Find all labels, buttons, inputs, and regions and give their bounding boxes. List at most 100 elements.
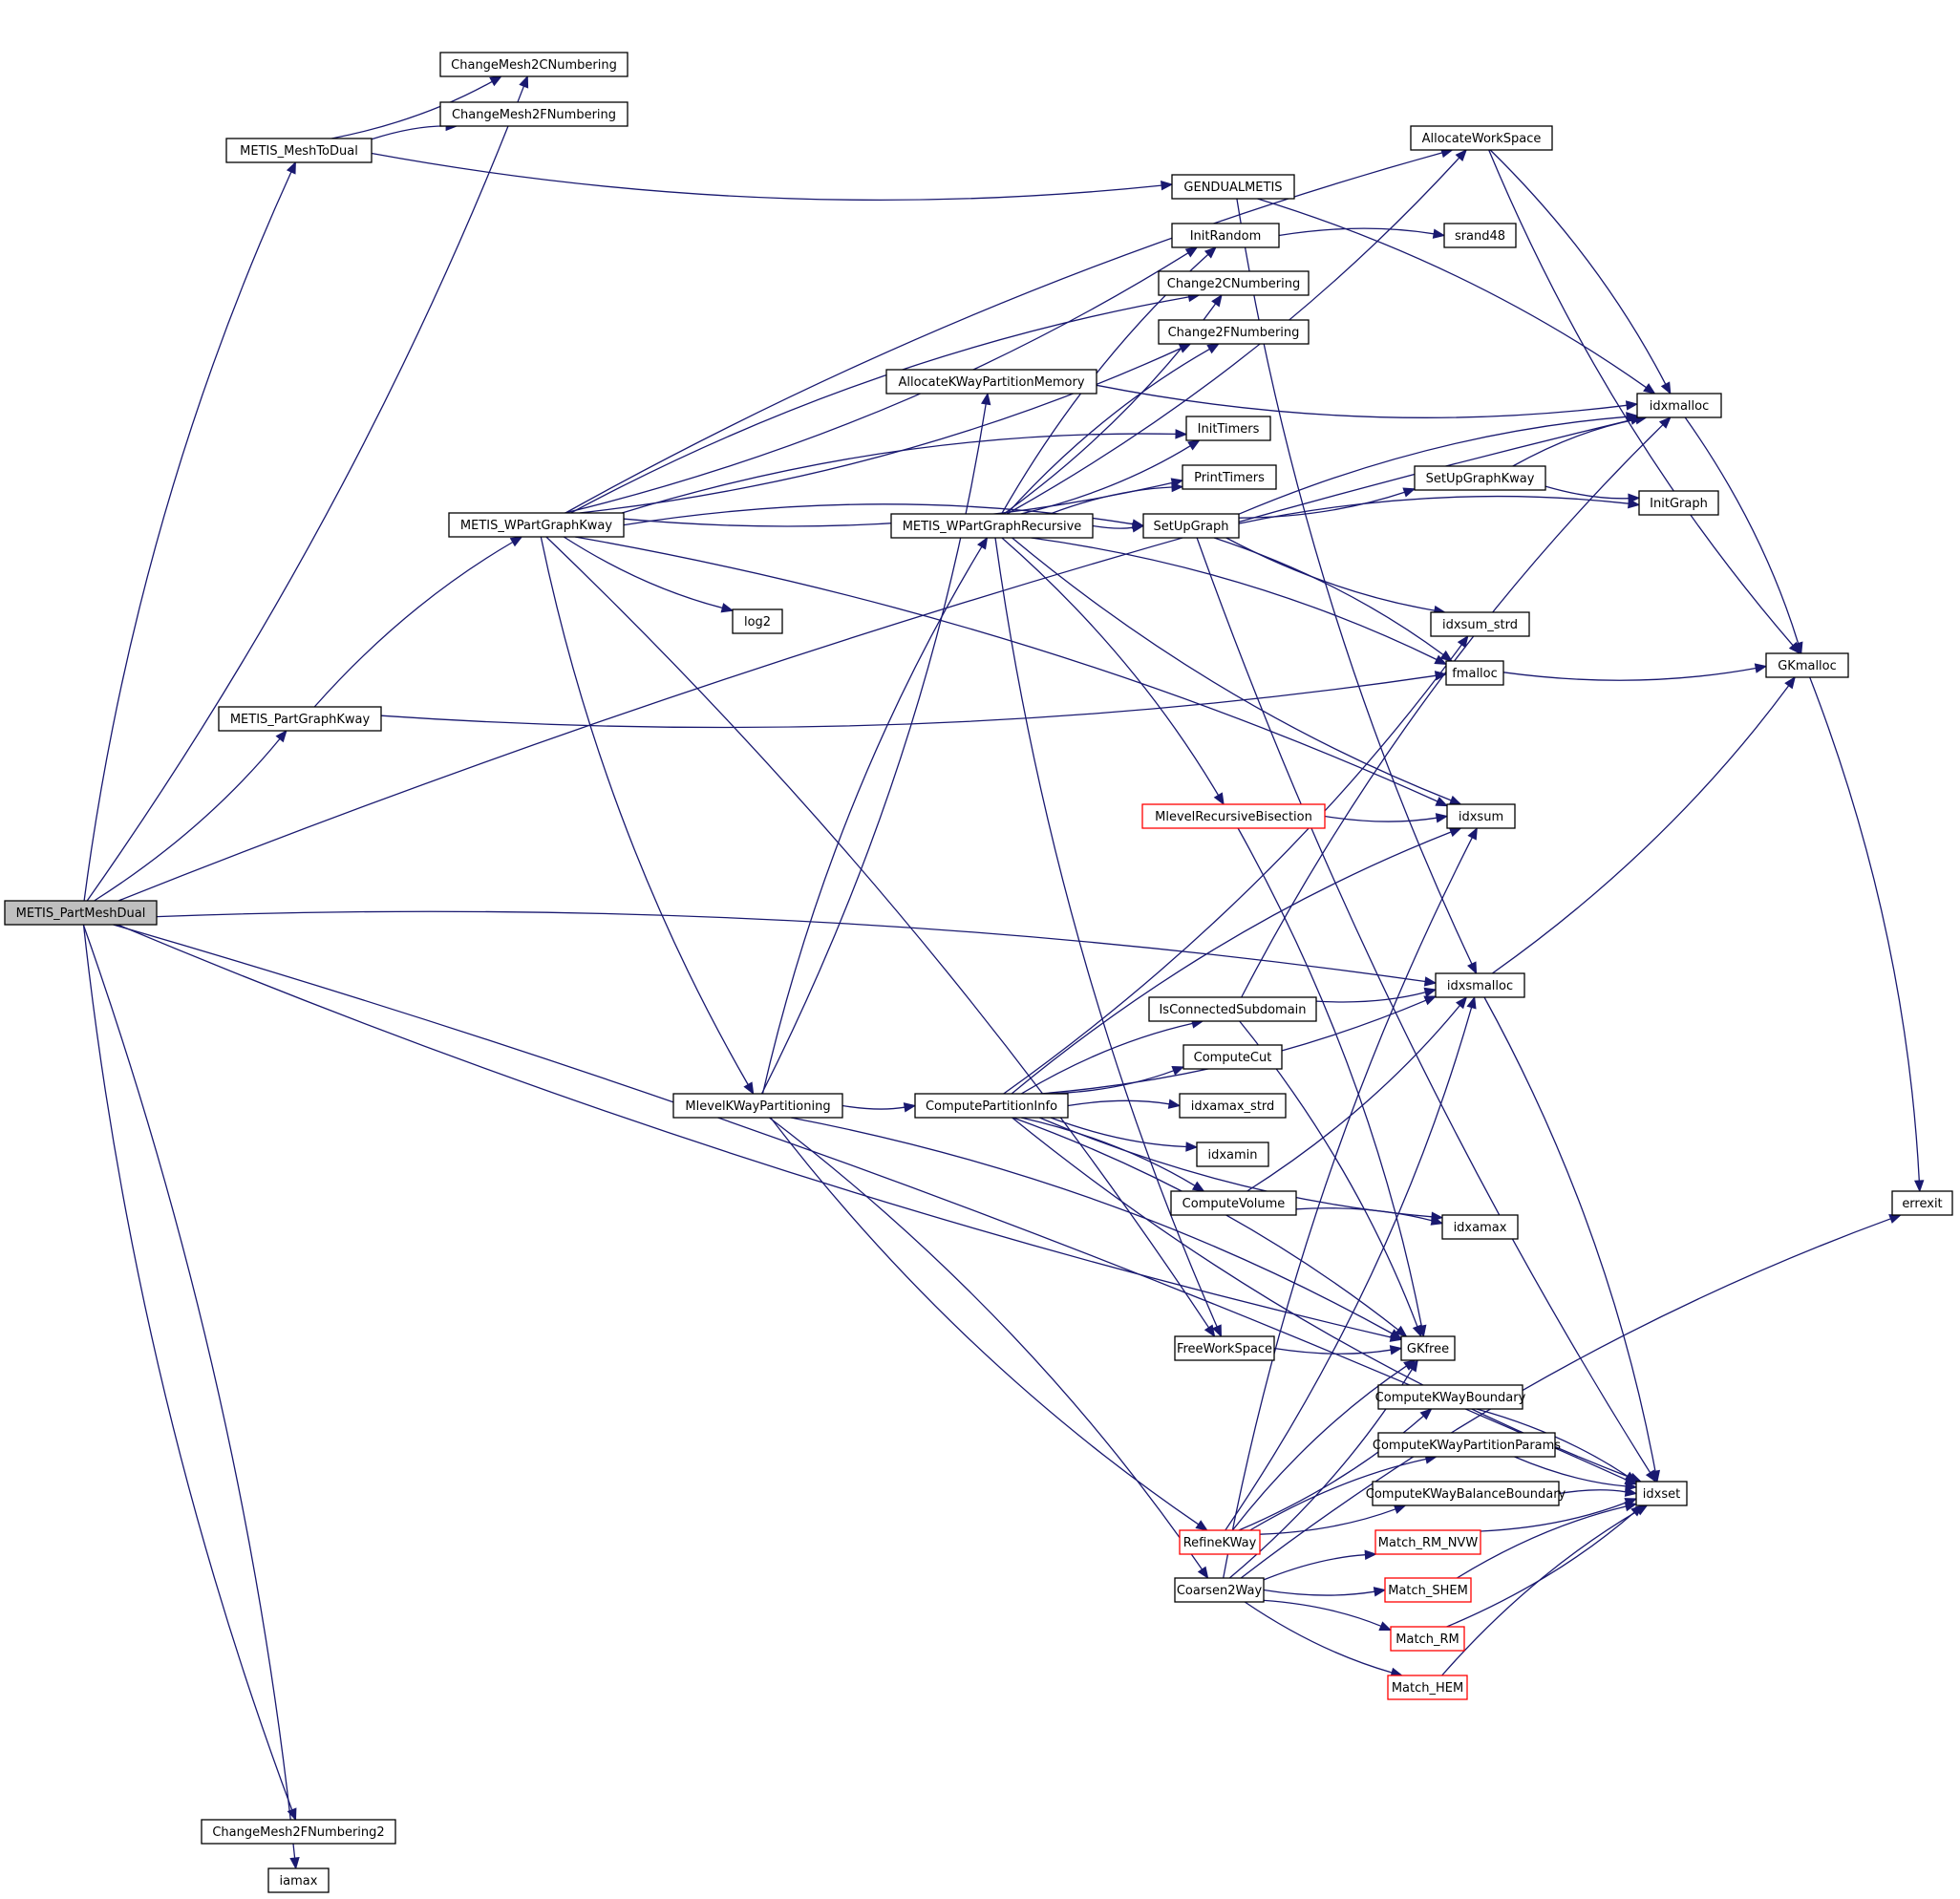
graph-node[interactable]: FreeWorkSpace <box>1174 1335 1275 1361</box>
graph-node[interactable]: MlevelRecursiveBisection <box>1141 803 1326 829</box>
graph-node[interactable]: METIS_MeshToDual <box>225 138 373 163</box>
node-box[interactable] <box>1196 1142 1269 1167</box>
node-box[interactable] <box>1441 1214 1519 1240</box>
node-box[interactable] <box>1445 660 1504 686</box>
graph-node[interactable]: PrintTimers <box>1182 464 1277 490</box>
node-box[interactable] <box>1141 803 1326 829</box>
node-box[interactable] <box>1174 1577 1265 1603</box>
graph-node[interactable]: METIS_WPartGraphKway <box>448 512 625 538</box>
node-box[interactable] <box>201 1819 396 1845</box>
graph-node[interactable]: Change2FNumbering <box>1158 319 1310 345</box>
node-box[interactable] <box>1446 803 1516 829</box>
node-box[interactable] <box>1435 972 1525 998</box>
graph-node[interactable]: ChangeMesh2FNumbering <box>439 101 628 127</box>
graph-node[interactable]: ComputeKWayBalanceBoundary <box>1366 1481 1566 1506</box>
node-box[interactable] <box>1400 1335 1456 1361</box>
node-box[interactable] <box>218 706 382 732</box>
graph-node[interactable]: METIS_PartMeshDual <box>4 900 158 926</box>
graph-node[interactable]: ComputeKWayBoundary <box>1375 1384 1526 1410</box>
graph-node[interactable]: Match_RM_NVW <box>1374 1529 1481 1555</box>
node-box[interactable] <box>1384 1577 1472 1603</box>
node-box[interactable] <box>1635 1481 1688 1506</box>
graph-node[interactable]: METIS_PartGraphKway <box>218 706 382 732</box>
node-box[interactable] <box>1372 1481 1560 1506</box>
graph-node[interactable]: SetUpGraph <box>1142 513 1240 539</box>
node-box[interactable] <box>890 513 1094 539</box>
node-box[interactable] <box>1171 223 1280 248</box>
node-box[interactable] <box>1182 464 1277 490</box>
graph-node[interactable]: MlevelKWayPartitioning <box>672 1093 843 1119</box>
graph-node[interactable]: RefineKWay <box>1179 1529 1261 1555</box>
graph-node[interactable]: Match_HEM <box>1387 1675 1468 1700</box>
graph-node[interactable]: AllocateKWayPartitionMemory <box>885 369 1097 395</box>
graph-node[interactable]: ChangeMesh2FNumbering2 <box>201 1819 396 1845</box>
node-box[interactable] <box>914 1093 1069 1119</box>
graph-node[interactable]: METIS_WPartGraphRecursive <box>890 513 1094 539</box>
node-box[interactable] <box>1142 513 1240 539</box>
node-box[interactable] <box>1158 270 1310 296</box>
graph-node[interactable]: idxsmalloc <box>1435 972 1525 998</box>
graph-node[interactable]: Coarsen2Way <box>1174 1577 1265 1603</box>
node-box[interactable] <box>448 512 625 538</box>
node-box[interactable] <box>1170 1190 1297 1216</box>
node-box[interactable] <box>885 369 1097 395</box>
graph-node[interactable]: ComputeKWayPartitionParams <box>1373 1432 1561 1458</box>
graph-node[interactable]: idxamin <box>1196 1142 1269 1167</box>
graph-node[interactable]: srand48 <box>1443 223 1517 248</box>
node-box[interactable] <box>1414 465 1546 491</box>
graph-node[interactable]: ComputeCut <box>1182 1044 1283 1070</box>
graph-node[interactable]: idxsum_strd <box>1430 611 1530 637</box>
graph-node[interactable]: AllocateWorkSpace <box>1410 125 1553 151</box>
node-box[interactable] <box>1891 1190 1953 1216</box>
graph-node[interactable]: IsConnectedSubdomain <box>1148 996 1317 1022</box>
graph-node[interactable]: GENDUALMETIS <box>1171 174 1295 200</box>
graph-node[interactable]: Match_SHEM <box>1384 1577 1472 1603</box>
node-box[interactable] <box>1390 1626 1465 1652</box>
node-box[interactable] <box>1377 1384 1523 1410</box>
graph-node[interactable]: SetUpGraphKway <box>1414 465 1546 491</box>
node-box[interactable] <box>1179 1093 1287 1119</box>
graph-node[interactable]: InitRandom <box>1171 223 1280 248</box>
graph-node[interactable]: Change2CNumbering <box>1158 270 1310 296</box>
graph-node[interactable]: errexit <box>1891 1190 1953 1216</box>
node-box[interactable] <box>439 52 628 77</box>
graph-node[interactable]: idxamax_strd <box>1179 1093 1287 1119</box>
node-box[interactable] <box>1182 1044 1283 1070</box>
graph-node[interactable]: iamax <box>267 1867 330 1893</box>
node-box[interactable] <box>1410 125 1553 151</box>
node-box[interactable] <box>1636 393 1722 418</box>
graph-node[interactable]: fmalloc <box>1445 660 1504 686</box>
node-box[interactable] <box>1377 1432 1556 1458</box>
node-box[interactable] <box>1158 319 1310 345</box>
graph-node[interactable]: ComputePartitionInfo <box>914 1093 1069 1119</box>
graph-node[interactable]: log2 <box>732 608 783 634</box>
graph-node[interactable]: ComputeVolume <box>1170 1190 1297 1216</box>
node-box[interactable] <box>267 1867 330 1893</box>
node-box[interactable] <box>1174 1335 1275 1361</box>
node-box[interactable] <box>4 900 158 926</box>
node-box[interactable] <box>1765 652 1849 678</box>
graph-node[interactable]: idxmalloc <box>1636 393 1722 418</box>
graph-node[interactable]: idxamax <box>1441 1214 1519 1240</box>
graph-node[interactable]: idxsum <box>1446 803 1516 829</box>
graph-node[interactable]: Match_RM <box>1390 1626 1465 1652</box>
graph-node[interactable]: GKmalloc <box>1765 652 1849 678</box>
node-box[interactable] <box>1185 416 1271 441</box>
node-box[interactable] <box>439 101 628 127</box>
graph-node[interactable]: idxset <box>1635 1481 1688 1506</box>
node-box[interactable] <box>1430 611 1530 637</box>
node-box[interactable] <box>732 608 783 634</box>
graph-node[interactable]: GKfree <box>1400 1335 1456 1361</box>
node-box[interactable] <box>225 138 373 163</box>
node-box[interactable] <box>1443 223 1517 248</box>
node-box[interactable] <box>1638 490 1719 516</box>
node-box[interactable] <box>1148 996 1317 1022</box>
graph-node[interactable]: ChangeMesh2CNumbering <box>439 52 628 77</box>
node-box[interactable] <box>1387 1675 1468 1700</box>
node-box[interactable] <box>672 1093 843 1119</box>
graph-node[interactable]: InitTimers <box>1185 416 1271 441</box>
graph-node[interactable]: InitGraph <box>1638 490 1719 516</box>
node-box[interactable] <box>1171 174 1295 200</box>
node-box[interactable] <box>1374 1529 1481 1555</box>
node-box[interactable] <box>1179 1529 1261 1555</box>
